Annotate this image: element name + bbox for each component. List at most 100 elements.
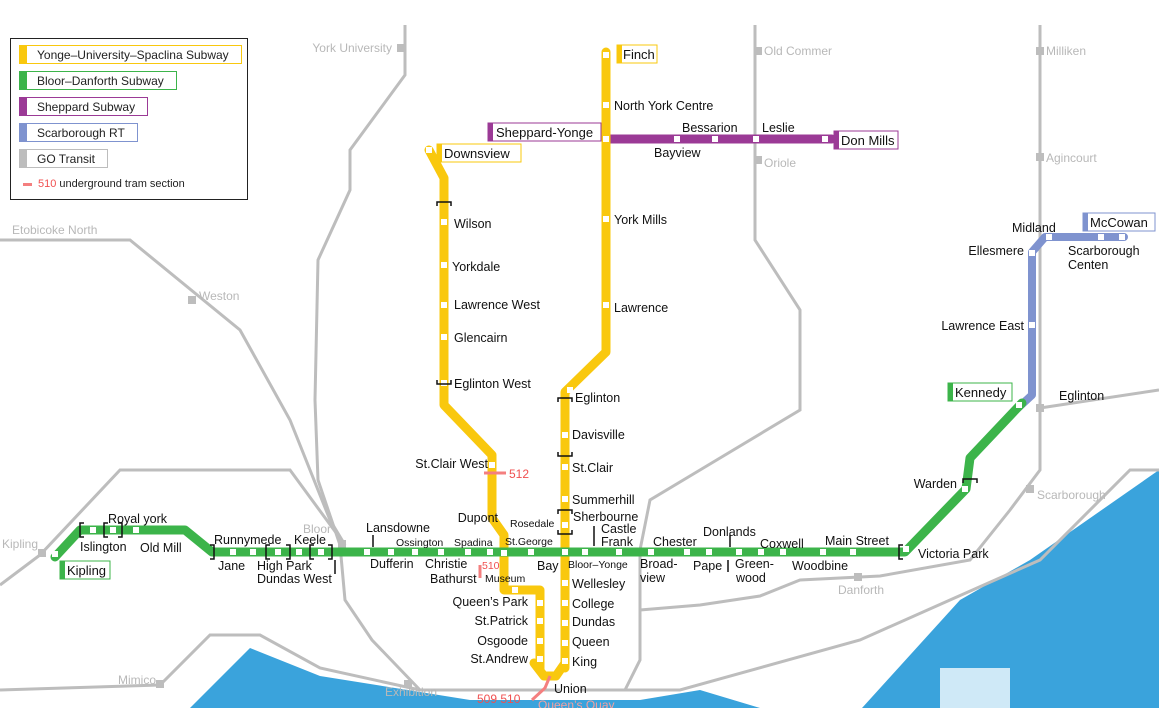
label-eglinton-srt: Eglinton	[1059, 389, 1104, 403]
stop-king	[562, 658, 568, 664]
label-spadina: Spadina	[454, 537, 493, 549]
go-station-labels: York University Old Commer Milliken Orio…	[2, 41, 1106, 699]
stop-donlands	[736, 549, 742, 555]
label-victoria-park: Victoria Park	[918, 547, 989, 561]
stop-royal-york	[110, 527, 116, 533]
transfer-brackets	[79, 201, 978, 574]
label-dundas-west: Dundas West	[257, 572, 332, 586]
stop-woodbine	[820, 549, 826, 555]
stop-christie	[438, 549, 444, 555]
label-queens-quay: Queen’s Quay	[538, 698, 615, 708]
label-bathurst: Bathurst	[430, 572, 477, 586]
label-york-university: York University	[312, 41, 392, 55]
label-exhibition: Exhibition	[385, 685, 437, 699]
go-stop-oriole	[754, 156, 762, 164]
stop-st-clair	[562, 464, 568, 470]
label-midland: Midland	[1012, 221, 1056, 235]
label-mccowan: McCowan	[1090, 215, 1148, 230]
label-north-york-centre: North York Centre	[614, 99, 713, 113]
label-main-street: Main Street	[825, 534, 889, 548]
stop-dundas	[562, 620, 568, 626]
go-stop-danforth	[854, 573, 862, 581]
stop-spadina	[487, 549, 493, 555]
small-station-labels: Ossington Spadina St.George Rosedale Mus…	[396, 518, 628, 585]
stop-lansdowne	[364, 549, 370, 555]
stop-sheppard-yonge	[603, 136, 609, 142]
go-line-barrie	[313, 25, 422, 692]
lake-east	[862, 470, 1159, 708]
bracket-eglinton-top	[557, 397, 573, 402]
bracket-warden	[962, 478, 978, 483]
stop-greenwood	[758, 549, 764, 555]
tram-labels: 512 510 509 510 Queen’s Quay	[477, 467, 615, 708]
label-davisville: Davisville	[572, 428, 625, 442]
stop-high-park	[275, 549, 281, 555]
stop-museum	[512, 587, 518, 593]
stop-wilson	[441, 219, 447, 225]
legend-item-go-transit: GO Transit	[19, 149, 109, 168]
label-leslie: Leslie	[762, 121, 795, 135]
label-rosedale: Rosedale	[510, 518, 555, 530]
stop-chester	[684, 549, 690, 555]
label-kipling-go: Kipling	[2, 537, 38, 551]
stop-bloor-yonge	[562, 549, 568, 555]
label-bayview: Bayview	[654, 146, 702, 160]
label-weston: Weston	[199, 289, 239, 303]
label-dupont: Dupont	[458, 511, 499, 525]
stop-warden	[962, 486, 968, 492]
stop-glencairn	[441, 334, 447, 340]
bracket-keele-r	[328, 544, 333, 560]
legend-item-tram: 510 underground tram section	[23, 178, 185, 190]
stop-ellesmere	[1029, 250, 1035, 256]
label-castle-frank-1: Castle	[601, 522, 636, 536]
line-yonge-university-loop	[529, 658, 570, 681]
label-castle-frank-2: Frank	[601, 535, 634, 549]
go-stop-exhibition	[404, 680, 412, 688]
bracket-sherbourne-bottom	[557, 530, 573, 535]
go-stop-agincourt	[1036, 153, 1044, 161]
bracket-high-park-r	[286, 544, 291, 560]
label-bay: Bay	[537, 559, 559, 573]
stop-queens-park	[537, 600, 543, 606]
terminal-box-downsview-cap	[437, 144, 442, 162]
stop-old-mill	[133, 527, 139, 533]
terminal-boxes	[59, 44, 1156, 580]
go-line-stouffville	[639, 25, 1042, 612]
label-museum: Museum	[485, 573, 526, 585]
bracket-victoria-park	[898, 544, 903, 560]
label-eglinton-west: Eglinton West	[454, 377, 531, 391]
label-college: College	[572, 597, 614, 611]
stop-kipling	[52, 551, 58, 557]
stop-islington	[90, 527, 96, 533]
stop-pape	[706, 549, 712, 555]
terminal-box-mccowan-cap	[1083, 213, 1088, 231]
go-line-kitchener	[0, 238, 347, 546]
stop-north-york-centre	[603, 102, 609, 108]
label-st-george: St.George	[505, 536, 553, 548]
label-old-commer: Old Commer	[764, 44, 832, 58]
label-warden: Warden	[914, 477, 957, 491]
stop-jane	[230, 549, 236, 555]
stop-coxwell	[780, 549, 786, 555]
stop-st-patrick	[537, 618, 543, 624]
label-pape: Pape	[693, 559, 722, 573]
stop-castle-frank	[616, 549, 622, 555]
bracket-runnymede	[210, 544, 215, 560]
stop-leslie	[753, 136, 759, 142]
stop-eglinton-west	[441, 380, 447, 386]
bracket-wilson	[436, 201, 452, 206]
go-line-richmond-hill	[623, 25, 802, 691]
stop-bay	[528, 549, 534, 555]
station-labels: North York Centre York Mills Lawrence Be…	[80, 99, 1140, 696]
label-ellesmere: Ellesmere	[968, 244, 1024, 258]
label-coxwell: Coxwell	[760, 537, 804, 551]
label-bloor-yonge: Bloor–Yonge	[568, 559, 628, 571]
go-stop-eglinton	[1036, 404, 1044, 412]
label-greenwood-2: wood	[735, 571, 766, 585]
label-wilson: Wilson	[454, 217, 492, 231]
stop-summerhill	[562, 496, 568, 502]
label-tram-509-510: 509 510	[477, 692, 521, 706]
label-broadview-2: view	[640, 571, 666, 585]
line-bloor-danforth	[50, 398, 1027, 562]
